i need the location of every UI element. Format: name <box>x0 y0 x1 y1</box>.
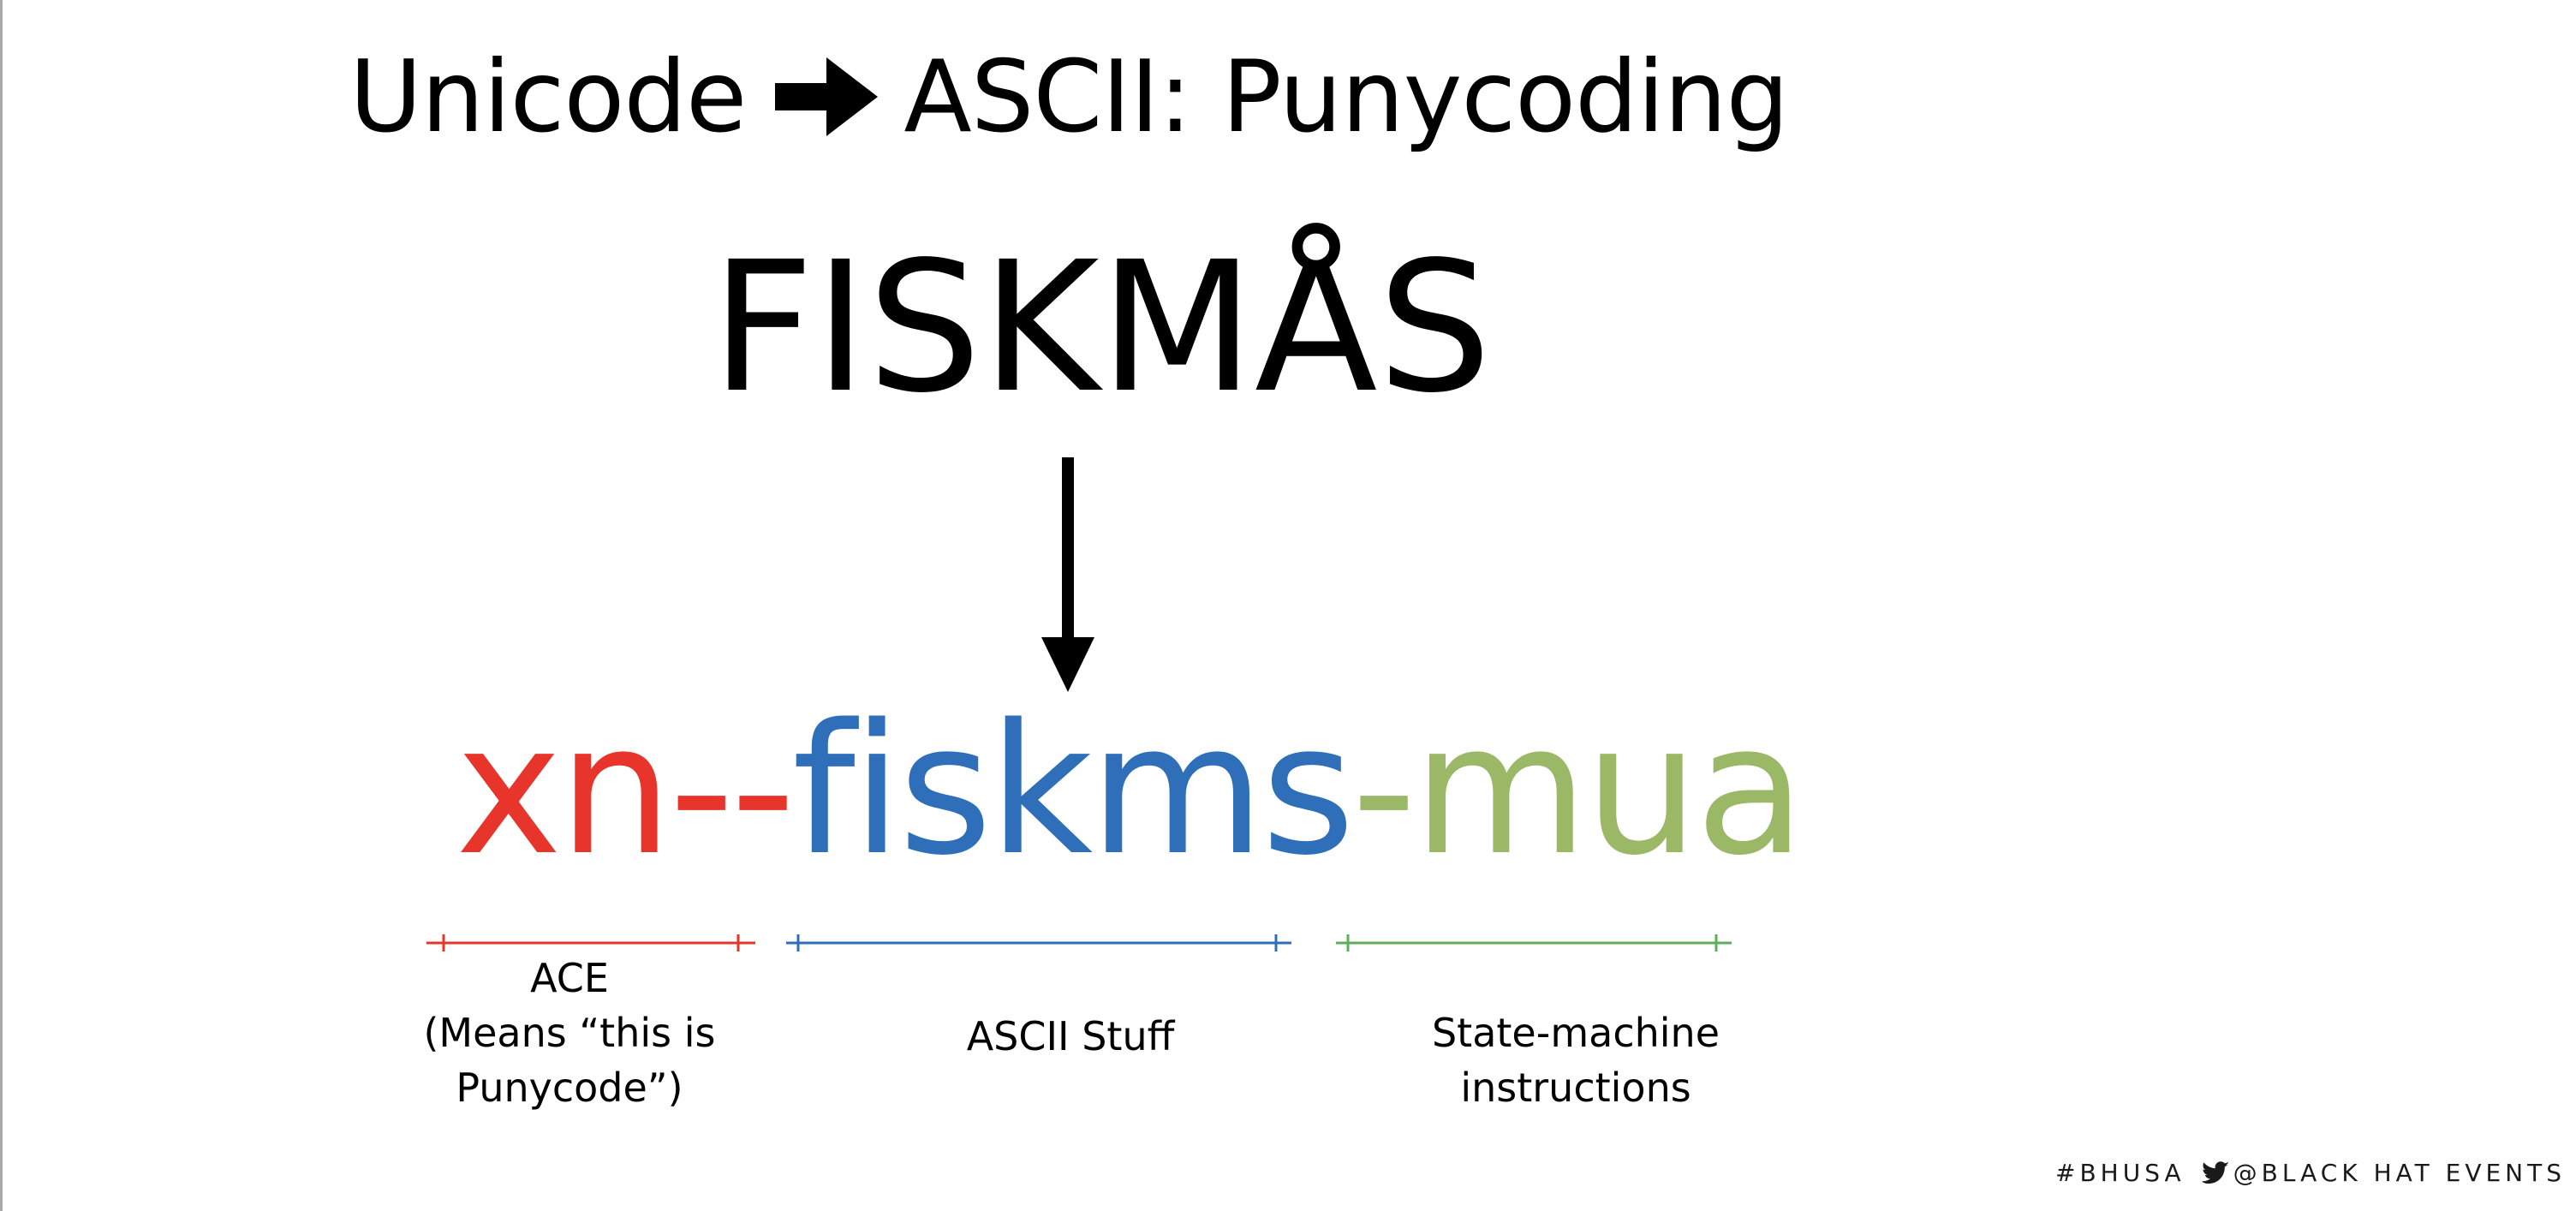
state-label-line-2: instructions <box>1460 1065 1691 1111</box>
punycode-ace-prefix: xn-- <box>456 685 796 895</box>
right-arrow-icon <box>775 57 879 136</box>
state-bracket <box>1336 934 1732 952</box>
state-label-line-1: State-machine <box>1431 1010 1720 1056</box>
punycode-state-part: -mua <box>1351 685 1805 895</box>
ascii-label: ASCII Stuff <box>882 1009 1259 1064</box>
unicode-word: FISKMÅS <box>711 223 1492 432</box>
title-right-text: ASCII: Punycoding <box>903 39 1789 155</box>
slide-footer: #BHUSA @BLACK HAT EVENTS <box>2055 1159 2566 1187</box>
punycode-string: xn--fiskms-mua <box>456 701 1805 880</box>
ace-label-line-3: Punycode”) <box>456 1065 683 1111</box>
down-arrow-icon <box>1041 457 1094 692</box>
title-left-text: Unicode <box>349 39 747 155</box>
ace-bracket <box>426 934 755 952</box>
slide-title: Unicode ASCII: Punycoding <box>349 33 1789 161</box>
footer-hashtag: #BHUSA <box>2055 1159 2185 1187</box>
footer-handle: @BLACK HAT EVENTS <box>2233 1159 2566 1187</box>
twitter-bird-icon <box>2201 1160 2229 1184</box>
punycode-ascii-part: fiskms <box>791 685 1355 895</box>
ace-label-line-2: (Means “this is <box>423 1010 716 1056</box>
ascii-label-line: ASCII Stuff <box>966 1013 1175 1059</box>
ascii-bracket <box>786 934 1291 952</box>
ace-label-line-1: ACE <box>530 955 609 1001</box>
state-label: State-machine instructions <box>1379 1005 1773 1115</box>
ace-label: ACE (Means “this is Punycode”) <box>394 951 745 1115</box>
slide-left-border <box>0 0 3 1211</box>
